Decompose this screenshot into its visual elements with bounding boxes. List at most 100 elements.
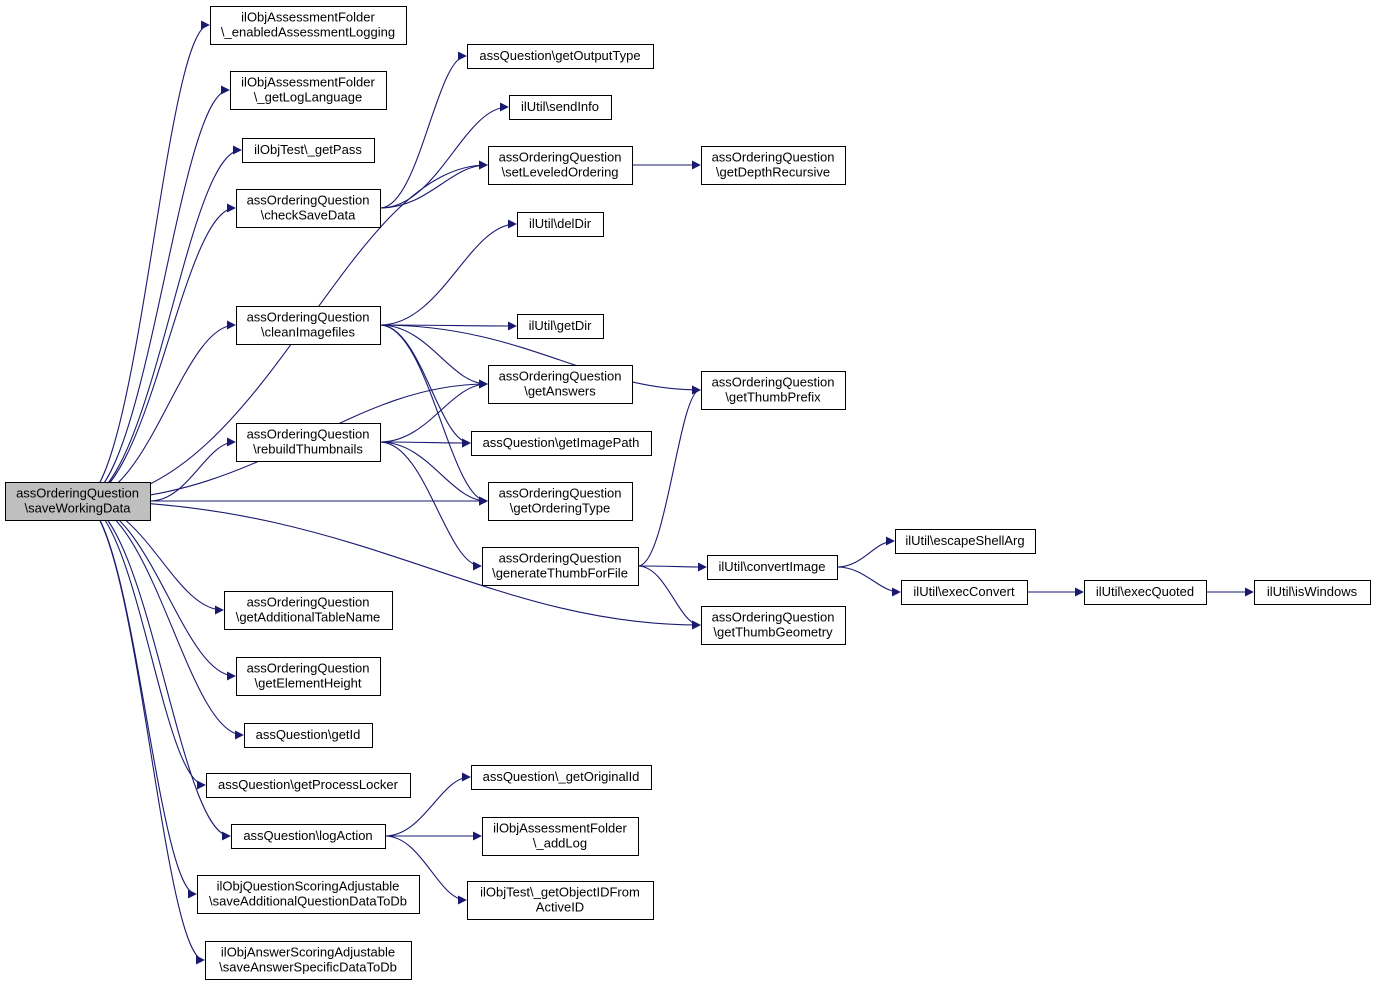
node-label: ilUtil\getDir [529,318,593,333]
node-box [242,138,375,163]
node-box [901,580,1028,605]
node-assorderingquestion-getthumbgeometry[interactable]: assOrderingQuestion\getThumbGeometry [701,606,846,645]
node-assquestion-getimagepath[interactable]: assQuestion\getImagePath [471,431,652,456]
node-assorderingquestion-getdepthrecursive[interactable]: assOrderingQuestion\getDepthRecursive [701,146,846,185]
edge-root-n3 [80,145,242,502]
node-label: ilUtil\isWindows [1267,584,1358,599]
edge-n5-n27 [379,324,701,395]
node-label: ilObjAssessmentFolder [493,821,627,836]
node-label: ilUtil\escapeShellArg [905,533,1024,548]
node-box [231,824,386,849]
node-label: assOrderingQuestion [712,150,835,165]
node-box [244,723,373,748]
node-ilutil-iswindows[interactable]: ilUtil\isWindows [1254,580,1371,605]
node-box [471,431,652,456]
node-label: assOrderingQuestion [712,375,835,390]
node-ilutil-escapeshellarg[interactable]: ilUtil\escapeShellArg [895,529,1036,554]
node-assorderingquestion-saveworkingdata[interactable]: assOrderingQuestion\saveWorkingData [5,482,151,521]
node-box [482,817,639,856]
node-assorderingquestion-getelementheight[interactable]: assOrderingQuestion\getElementHeight [236,657,381,696]
node-ilutil-getdir[interactable]: ilUtil\getDir [517,314,604,339]
node-label: ilUtil\convertImage [719,559,826,574]
node-box [488,482,633,521]
node-label: assOrderingQuestion [499,369,622,384]
node-ilutil-deldir[interactable]: ilUtil\delDir [517,212,604,237]
node-ilobjassessmentfolder-enabledassessmentlogging[interactable]: ilObjAssessmentFolder\_enabledAssessment… [210,6,407,45]
node-label: assQuestion\_getOriginalId [483,769,640,784]
edge-root-n13 [80,500,205,965]
node-assorderingquestion-getanswers[interactable]: assOrderingQuestion\getAnswers [488,365,633,404]
node-box [206,773,411,798]
node-label: \saveAdditionalQuestionDataToDb [209,894,407,909]
node-box [482,547,639,586]
node-ilobjassessmentfolder-getloglanguage[interactable]: ilObjAssessmentFolder\_getLogLanguage [230,71,387,110]
node-label: assOrderingQuestion [247,310,370,325]
node-assorderingquestion-getadditionaltablename[interactable]: assOrderingQuestion\getAdditionalTableNa… [224,591,393,630]
node-assquestion-getoutputtype[interactable]: assQuestion\getOutputType [467,44,654,69]
node-label: assOrderingQuestion [499,150,622,165]
node-box [236,657,381,696]
edge-root-n6 [149,437,236,502]
node-assorderingquestion-generatethumbforfile[interactable]: assOrderingQuestion\generateThumbForFile [482,547,639,586]
node-label: \_getLogLanguage [254,90,362,105]
edge-root-n10 [80,500,206,790]
node-ilutil-execquoted[interactable]: ilUtil\execQuoted [1084,580,1207,605]
node-assorderingquestion-setleveledordering[interactable]: assOrderingQuestion\setLeveledOrdering [488,146,633,185]
node-ilutil-convertimage[interactable]: ilUtil\convertImage [707,555,838,580]
node-label: \setLeveledOrdering [501,165,618,180]
node-ilobjquestionscoringadjustable-saveadditionalquestiondatatodb[interactable]: ilObjQuestionScoringAdjustable\saveAddit… [197,875,420,914]
edge-n11-n25 [384,835,467,905]
node-assorderingquestion-getorderingtype[interactable]: assOrderingQuestion\getOrderingType [488,482,633,521]
node-ilobjtest-getpass[interactable]: ilObjTest\_getPass [242,138,375,163]
edge-root-n4 [80,203,236,502]
node-assorderingquestion-rebuildthumbnails[interactable]: assOrderingQuestion\rebuildThumbnails [236,423,381,462]
node-box [701,371,846,410]
node-box [1084,580,1207,605]
edge-root-n1 [80,20,210,502]
node-label: assOrderingQuestion [499,551,622,566]
edges-layer [80,20,1254,965]
node-box [236,423,381,462]
node-ilutil-sendinfo[interactable]: ilUtil\sendInfo [509,95,612,120]
node-box [230,71,387,110]
node-label: \_addLog [533,836,587,851]
node-box [197,875,420,914]
node-box [488,146,633,185]
edge-root-n29 [80,500,701,630]
node-ilobjanswerscoringadjustable-saveanswerspecificdatatodb[interactable]: ilObjAnswerScoringAdjustable\saveAnswerS… [205,941,412,980]
node-assorderingquestion-checksavedata[interactable]: assOrderingQuestion\checkSaveData [236,189,381,228]
node-label: ilUtil\execConvert [913,584,1015,599]
node-box [471,765,652,790]
node-assquestion-logaction[interactable]: assQuestion\logAction [231,824,386,849]
node-label: \getAnswers [524,384,596,399]
node-ilutil-execconvert[interactable]: ilUtil\execConvert [901,580,1028,605]
node-assorderingquestion-cleanimagefiles[interactable]: assOrderingQuestion\cleanImagefiles [236,306,381,345]
nodes-layer: assOrderingQuestion\saveWorkingData ilObj… [5,6,1371,980]
node-box [210,6,407,45]
node-label: \getOrderingType [510,501,610,516]
node-label: assOrderingQuestion [247,595,370,610]
node-label: ilObjAssessmentFolder [241,75,375,90]
node-box [205,941,412,980]
node-label: ilUtil\execQuoted [1096,584,1194,599]
node-assquestion-getprocesslocker[interactable]: assQuestion\getProcessLocker [206,773,411,798]
edge-n22-n28 [637,562,707,572]
node-ilobjassessmentfolder-addlog[interactable]: ilObjAssessmentFolder\_addLog [482,817,639,856]
node-box [236,306,381,345]
node-box [5,482,151,521]
edge-n22-n27 [637,385,701,567]
node-label: \checkSaveData [261,208,356,223]
node-box [224,591,393,630]
node-label: assOrderingQuestion [247,661,370,676]
node-assquestion-getid[interactable]: assQuestion\getId [244,723,373,748]
node-assquestion-getoriginalid[interactable]: assQuestion\_getOriginalId [471,765,652,790]
node-label: \saveAnswerSpecificDataToDb [219,960,397,975]
edge-n4-n16 [379,160,488,209]
node-box [517,212,604,237]
edge-root-n9 [80,500,244,740]
edge-n6-n21 [379,441,488,506]
node-box [467,44,654,69]
node-box [707,555,838,580]
node-assorderingquestion-getthumbprefix[interactable]: assOrderingQuestion\getThumbPrefix [701,371,846,410]
